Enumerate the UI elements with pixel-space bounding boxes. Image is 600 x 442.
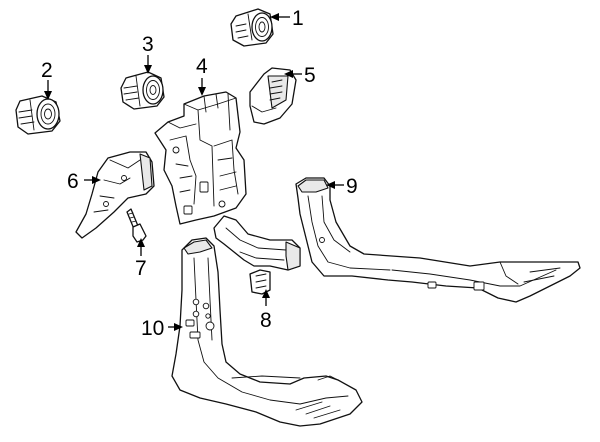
callout-6: 6: [67, 170, 101, 193]
part-3-air-vent: [120, 71, 165, 110]
part-1-air-vent: [230, 8, 274, 47]
callout-5: 5: [284, 64, 316, 87]
callout-9: 9: [326, 175, 358, 198]
part-2-air-vent: [15, 95, 61, 135]
callout-7: 7: [135, 238, 147, 280]
callout-4: 4: [196, 55, 208, 96]
part-8-center-connector-duct: [213, 215, 301, 295]
callout-label-2: 2: [41, 59, 53, 82]
callout-2: 2: [41, 59, 53, 100]
callout-8: 8: [260, 289, 272, 332]
part-5-side-vent-duct: [249, 67, 297, 125]
callout-label-9: 9: [346, 175, 358, 198]
callout-1: 1: [270, 7, 304, 30]
callout-label-7: 7: [135, 257, 147, 280]
part-7-screw: [126, 208, 147, 243]
part-4-center-duct-housing: [154, 91, 247, 225]
callout-label-1: 1: [292, 7, 304, 30]
part-6-left-side-duct: [75, 151, 155, 239]
callout-label-10: 10: [141, 317, 164, 340]
callout-10: 10: [141, 317, 183, 340]
part-9-right-floor-duct: [295, 177, 581, 303]
callout-label-6: 6: [67, 170, 79, 193]
callout-label-3: 3: [142, 33, 154, 56]
callout-label-5: 5: [304, 64, 316, 87]
part-10-left-floor-duct: [171, 237, 363, 427]
callout-label-4: 4: [196, 55, 208, 78]
callout-label-8: 8: [260, 309, 272, 332]
callout-3: 3: [142, 33, 154, 74]
